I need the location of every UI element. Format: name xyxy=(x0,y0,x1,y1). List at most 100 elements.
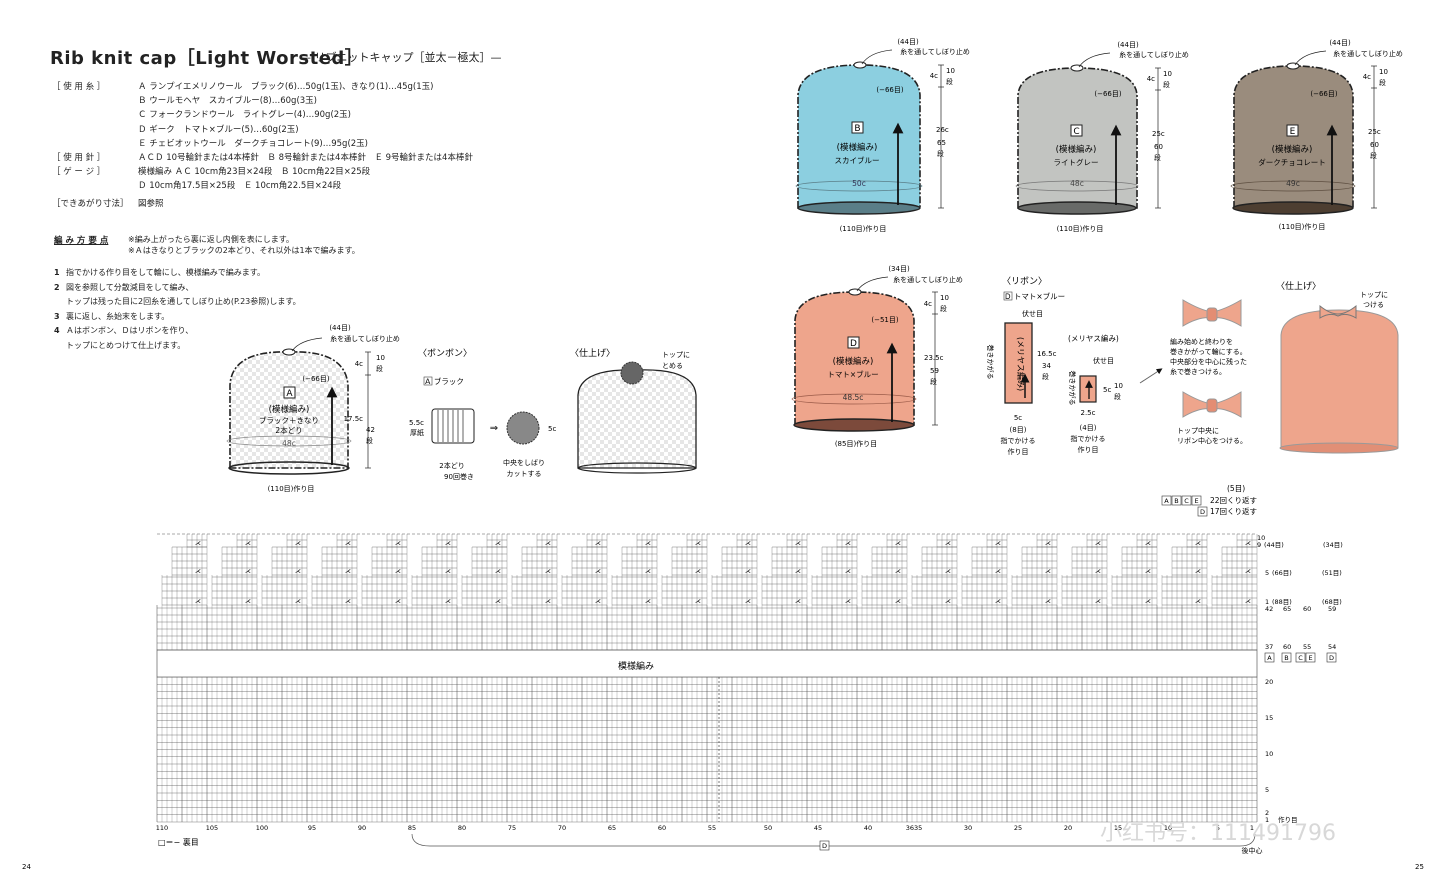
svg-text:(88目): (88目) xyxy=(1272,598,1292,606)
svg-text:糸を通してしぼり止め: 糸を通してしぼり止め xyxy=(1333,49,1403,58)
svg-text:90回巻き: 90回巻き xyxy=(444,472,474,481)
x-tick-label: 85 xyxy=(408,824,416,832)
decrease-symbol: ⋌ xyxy=(745,540,751,547)
decrease-symbol: ⋌ xyxy=(1145,568,1151,575)
svg-text:段: 段 xyxy=(376,364,383,373)
svg-text:E: E xyxy=(1290,127,1296,137)
svg-text:(34目): (34目) xyxy=(888,265,910,273)
svg-text:トップ中央に: トップ中央に xyxy=(1177,426,1219,435)
material-row: Ｄ ギーク トマト×ブルー(5)…60g(2玉) xyxy=(138,124,299,135)
svg-text:5c: 5c xyxy=(1103,386,1111,394)
svg-text:段: 段 xyxy=(1114,392,1121,401)
svg-text:(110目)作り目: (110目)作り目 xyxy=(268,484,315,493)
x-tick-label: 30 xyxy=(964,824,972,832)
svg-text:(メリヤス編み): (メリヤス編み) xyxy=(1068,333,1119,343)
svg-text:段: 段 xyxy=(937,149,944,158)
svg-text:22回くり返す: 22回くり返す xyxy=(1210,496,1257,505)
decrease-symbol: ⋌ xyxy=(495,540,501,547)
svg-text:10: 10 xyxy=(1163,70,1172,78)
svg-text:C: C xyxy=(1298,654,1303,662)
knitting-chart: ⋌⋌⋌⋌⋌⋌⋌⋌⋌⋌⋌⋌⋌⋌⋌⋌⋌⋌⋌⋌⋌⋌⋌⋌⋌⋌⋌⋌⋌⋌⋌⋌⋌⋌⋌⋌⋌⋌⋌⋌… xyxy=(156,533,1258,832)
decrease-symbol: ⋌ xyxy=(645,568,651,575)
decrease-symbol: ⋌ xyxy=(545,540,551,547)
svg-text:5: 5 xyxy=(1265,569,1269,577)
x-tick-label: 75 xyxy=(508,824,516,832)
svg-text:A: A xyxy=(1267,654,1272,662)
decrease-symbol: ⋌ xyxy=(695,598,701,605)
svg-text:(−66目): (−66目) xyxy=(876,86,904,94)
svg-text:48.5c: 48.5c xyxy=(843,393,864,402)
decrease-symbol: ⋌ xyxy=(495,598,501,605)
svg-text:(模様編み): (模様編み) xyxy=(1272,144,1313,155)
svg-text:編み始めと終わりを: 編み始めと終わりを xyxy=(1170,337,1233,346)
decrease-symbol: ⋌ xyxy=(995,568,1001,575)
decrease-symbol: ⋌ xyxy=(995,540,1001,547)
svg-text:25c: 25c xyxy=(1368,128,1381,136)
material-row: Ｃ フォークランドウール ライトグレー(4)…90g(2玉) xyxy=(138,110,351,121)
svg-text:作り目: 作り目 xyxy=(1078,445,1099,454)
decrease-symbol: ⋌ xyxy=(1145,598,1151,605)
svg-text:(68目): (68目) xyxy=(1322,598,1342,606)
decrease-symbol: ⋌ xyxy=(945,540,951,547)
svg-text:糸で巻きつける。: 糸で巻きつける。 xyxy=(1170,367,1226,376)
x-tick-label: 65 xyxy=(608,824,616,832)
svg-text:〈リボン〉: 〈リボン〉 xyxy=(1002,276,1047,287)
svg-text:(44目): (44目) xyxy=(329,324,351,332)
svg-text:42: 42 xyxy=(1265,605,1273,613)
decrease-symbol: ⋌ xyxy=(295,568,301,575)
svg-text:(−66目): (−66目) xyxy=(1094,90,1122,98)
svg-text:(85目)作り目: (85目)作り目 xyxy=(835,439,877,448)
decrease-symbol: ⋌ xyxy=(545,568,551,575)
decrease-symbol: ⋌ xyxy=(345,598,351,605)
svg-text:60: 60 xyxy=(1370,141,1379,149)
decrease-symbol: ⋌ xyxy=(845,540,851,547)
pompom-title: 〈ボンボン〉 xyxy=(418,348,472,359)
svg-text:リボン中心をつける。: リボン中心をつける。 xyxy=(1177,436,1247,445)
svg-text:10: 10 xyxy=(376,354,385,362)
decrease-symbol: ⋌ xyxy=(895,598,901,605)
svg-text:段: 段 xyxy=(1154,153,1161,162)
materials-list: ［ 使 用 糸 ］Ａ ランプイエメリノウール ブラック(6)…50g(1玉)、き… xyxy=(52,80,473,211)
svg-text:A: A xyxy=(1164,497,1169,505)
svg-text:B: B xyxy=(1174,497,1178,505)
x-tick-label: 3635 xyxy=(906,824,923,832)
svg-text:(110目)作り目: (110目)作り目 xyxy=(840,224,887,233)
svg-text:(−66目): (−66目) xyxy=(1310,90,1338,98)
svg-text:E: E xyxy=(1194,497,1198,505)
svg-text:中央をしばり: 中央をしばり xyxy=(503,458,545,467)
svg-text:37: 37 xyxy=(1265,643,1273,651)
svg-text:(44目): (44目) xyxy=(1329,39,1351,47)
x-tick-label: 1 xyxy=(1250,824,1254,832)
decrease-symbol: ⋌ xyxy=(1145,540,1151,547)
svg-text:D: D xyxy=(822,842,827,850)
svg-text:49c: 49c xyxy=(1286,179,1300,188)
svg-text:15: 15 xyxy=(1265,714,1273,722)
x-tick-label: 110 xyxy=(156,824,168,832)
material-row: Ｂ ウールモヘヤ スカイブルー(8)…60g(3玉) xyxy=(138,96,317,107)
x-tick-label: 5 xyxy=(1216,824,1220,832)
decrease-symbol: ⋌ xyxy=(795,598,801,605)
arrow-icon: ⇒ xyxy=(490,423,498,434)
svg-text:5.5c: 5.5c xyxy=(409,419,424,427)
x-tick-label: 60 xyxy=(658,824,666,832)
svg-text:段: 段 xyxy=(930,377,937,386)
cap-a-letter: A xyxy=(286,389,293,399)
finish-d-diagram: 〈仕上げ〉 トップに つける xyxy=(1276,280,1399,454)
decrease-symbol: ⋌ xyxy=(1045,598,1051,605)
decrease-symbol: ⋌ xyxy=(295,540,301,547)
svg-text:(−51目): (−51目) xyxy=(871,316,899,324)
x-tick-label: 100 xyxy=(256,824,268,832)
decrease-symbol: ⋌ xyxy=(995,598,1001,605)
svg-text:D: D xyxy=(850,339,857,349)
svg-text:50c: 50c xyxy=(852,179,866,188)
decrease-symbol: ⋌ xyxy=(295,598,301,605)
svg-text:とめる: とめる xyxy=(662,362,683,370)
material-row: Ｄ 10cm角17.5目×25段 Ｅ 10cm角22.5目×24段 xyxy=(138,181,342,192)
x-tick-label: 95 xyxy=(308,824,316,832)
decrease-symbol: ⋌ xyxy=(445,540,451,547)
svg-text:B: B xyxy=(1284,654,1288,662)
pompom-diagram: 〈ボンボン〉 Ａ ブラック 5.5c 厚紙 2本どり 90回巻き ⇒ 5c 中央… xyxy=(409,348,556,481)
svg-text:(110目)作り目: (110目)作り目 xyxy=(1279,222,1326,231)
svg-text:60: 60 xyxy=(1303,605,1311,613)
